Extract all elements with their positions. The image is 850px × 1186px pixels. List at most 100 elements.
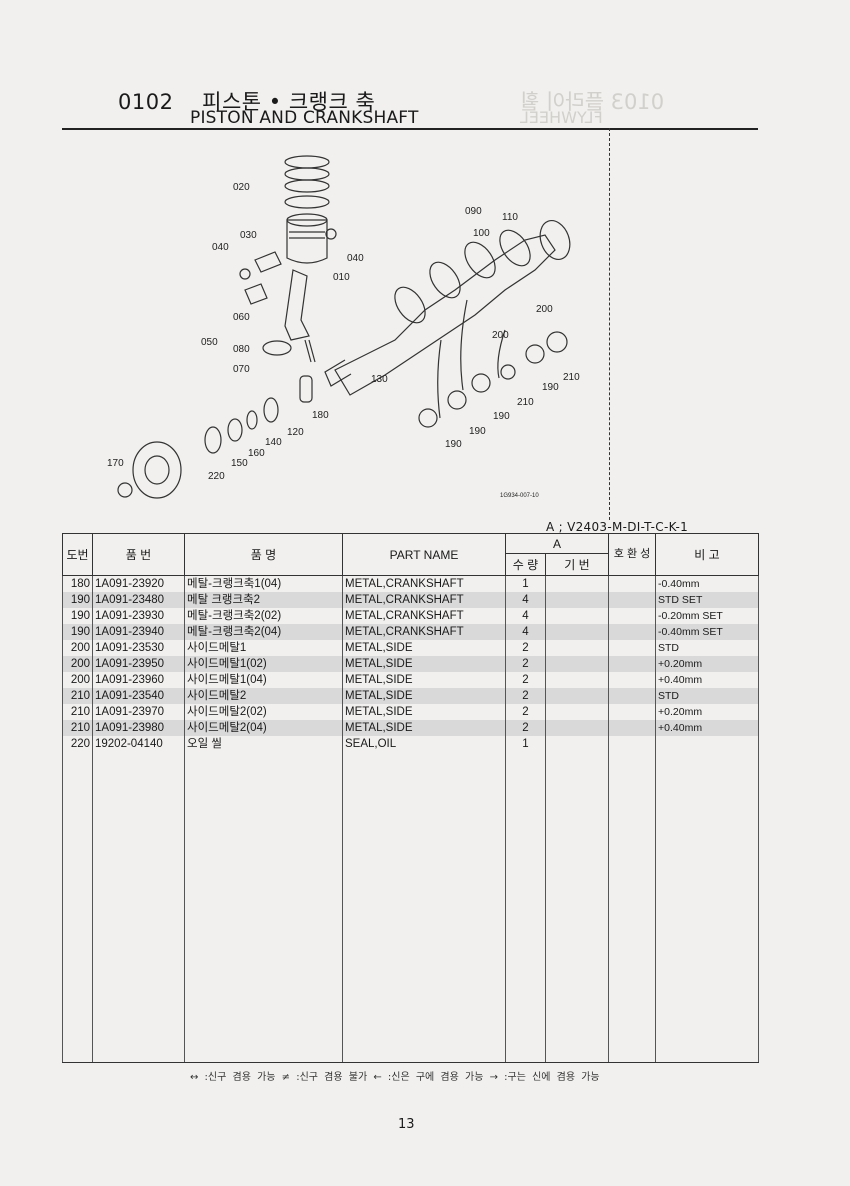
cell-qty: 2	[505, 704, 546, 720]
cell-part-no: 1A091-23920	[92, 575, 185, 592]
cell-ref: 210	[62, 720, 93, 736]
cell-ref: 180	[62, 575, 93, 592]
cell-ref: 190	[62, 608, 93, 624]
cell-name-ko: 메탈-크랭크축2(02)	[184, 608, 343, 624]
cell-remarks: +0.20mm	[655, 656, 760, 672]
cell-empty	[608, 592, 657, 608]
cell-name-en: METAL,CRANKSHAFT	[342, 624, 506, 640]
cell-ref: 190	[62, 592, 93, 608]
col-header-remarks: 비 고	[655, 533, 760, 576]
section-title-english: PISTON AND CRANKSHAFT	[190, 108, 419, 128]
cell-qty: 2	[505, 688, 546, 704]
cell-empty	[544, 672, 610, 688]
svg-text:060: 060	[233, 312, 250, 323]
cell-empty	[608, 736, 657, 752]
cell-empty	[184, 752, 343, 1063]
svg-text:210: 210	[563, 372, 580, 383]
ghost-next-page-title: FLYWHEEL	[520, 108, 603, 127]
cell-remarks: STD	[655, 688, 760, 704]
cell-ref: 210	[62, 704, 93, 720]
svg-text:010: 010	[333, 272, 350, 283]
cell-part-no: 1A091-23930	[92, 608, 185, 624]
svg-text:200: 200	[536, 304, 553, 315]
cell-name-en: METAL,CRANKSHAFT	[342, 592, 506, 608]
cell-empty	[608, 575, 657, 592]
cell-name-en: METAL,SIDE	[342, 704, 506, 720]
cell-empty	[608, 720, 657, 736]
cell-empty	[608, 608, 657, 624]
cell-name-en: METAL,SIDE	[342, 672, 506, 688]
cell-empty	[544, 575, 610, 592]
svg-text:120: 120	[287, 427, 304, 438]
svg-text:130: 130	[371, 374, 388, 385]
cell-ref: 200	[62, 656, 93, 672]
svg-text:210: 210	[517, 397, 534, 408]
cell-name-ko: 메탈-크랭크축2(04)	[184, 624, 343, 640]
cell-ref: 210	[62, 688, 93, 704]
cell-empty	[544, 688, 610, 704]
cell-remarks: STD SET	[655, 592, 760, 608]
svg-text:170: 170	[107, 458, 124, 469]
col-header-group-a: A	[504, 533, 610, 554]
cell-name-ko: 사이드메탈1(04)	[184, 672, 343, 688]
cell-empty	[505, 752, 546, 1063]
cell-empty	[544, 624, 610, 640]
cell-empty	[92, 752, 185, 1063]
parts-table: 도번 품 번 품 명 PART NAME A 호 환 성 비 고 수 량 기 번…	[62, 533, 760, 1063]
cell-empty	[608, 624, 657, 640]
col-header-part-no: 품 번	[92, 533, 185, 576]
col-header-name-ko: 품 명	[184, 533, 343, 576]
cell-empty	[62, 752, 93, 1063]
cell-qty: 4	[505, 608, 546, 624]
cell-name-en: METAL,SIDE	[342, 688, 506, 704]
svg-text:200: 200	[492, 330, 509, 341]
cell-name-ko: 오일 씰	[184, 736, 343, 752]
cell-name-ko: 사이드메탈1(02)	[184, 656, 343, 672]
cell-part-no: 1A091-23980	[92, 720, 185, 736]
cell-name-ko: 메탈 크랭크축2	[184, 592, 343, 608]
cell-empty	[544, 608, 610, 624]
cell-empty	[544, 736, 610, 752]
svg-text:220: 220	[208, 471, 225, 482]
cell-remarks: +0.20mm	[655, 704, 760, 720]
cell-qty: 2	[505, 656, 546, 672]
cell-qty: 1	[505, 736, 546, 752]
cell-name-ko: 사이드메탈2(04)	[184, 720, 343, 736]
cell-remarks: STD	[655, 640, 760, 656]
interchange-legend: ↔ :신구 겸용 가능 ≠ :신구 겸용 불가 ← :신은 구에 겸용 가능 →…	[190, 1072, 600, 1083]
svg-text:190: 190	[542, 382, 559, 393]
cell-name-en: SEAL,OIL	[342, 736, 506, 752]
svg-text:190: 190	[493, 411, 510, 422]
diagram-callouts: 020 030 040 040 010 060 050 080 070 090 …	[107, 182, 580, 499]
cell-name-en: METAL,SIDE	[342, 720, 506, 736]
cell-empty	[544, 640, 610, 656]
col-header-ref: 도번	[62, 533, 93, 576]
svg-text:180: 180	[312, 410, 329, 421]
cell-name-ko: 사이드메탈2	[184, 688, 343, 704]
cell-part-no: 1A091-23950	[92, 656, 185, 672]
svg-text:070: 070	[233, 364, 250, 375]
page-number: 13	[398, 1117, 415, 1132]
svg-text:040: 040	[347, 253, 364, 264]
figure-id: 1G934-007-10	[500, 493, 539, 499]
cell-empty	[655, 752, 760, 1063]
svg-text:040: 040	[212, 242, 229, 253]
cell-qty: 4	[505, 624, 546, 640]
cell-ref: 220	[62, 736, 93, 752]
exploded-parts-diagram: 020 030 040 040 010 060 050 080 070 090 …	[107, 155, 580, 499]
cell-remarks	[655, 736, 760, 752]
cell-name-ko: 사이드메탈1	[184, 640, 343, 656]
cell-name-en: METAL,SIDE	[342, 656, 506, 672]
cell-part-no: 1A091-23960	[92, 672, 185, 688]
cell-empty	[544, 592, 610, 608]
svg-text:190: 190	[445, 439, 462, 450]
cell-name-ko: 사이드메탈2(02)	[184, 704, 343, 720]
svg-text:050: 050	[201, 337, 218, 348]
